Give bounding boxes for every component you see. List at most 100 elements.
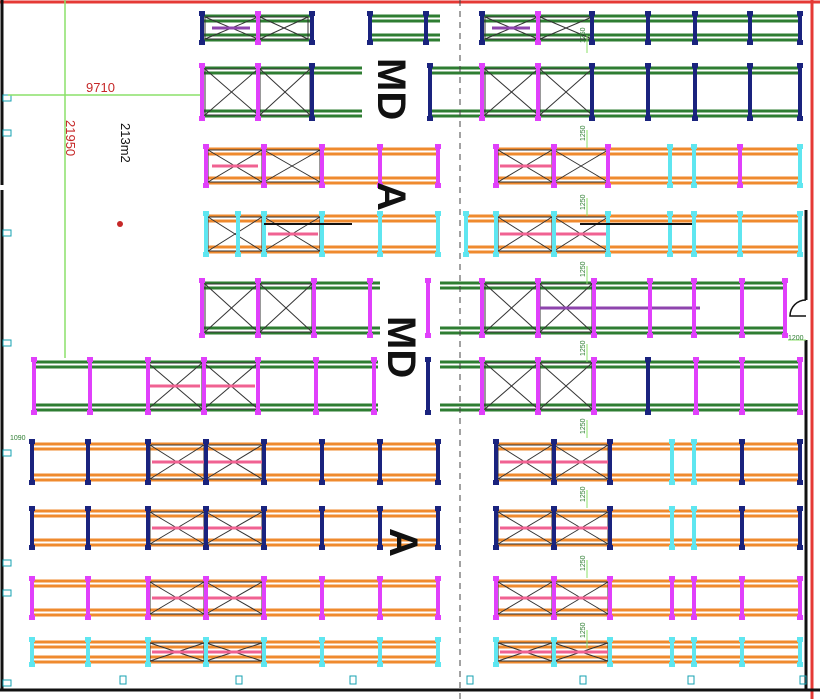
- rack-post-cap: [85, 637, 91, 642]
- rack-post-cap: [607, 576, 613, 581]
- rack-post-cap: [739, 576, 745, 581]
- rack-post-cap: [551, 615, 557, 620]
- rack-post-cap: [377, 211, 383, 216]
- rack-post-cap: [535, 11, 541, 16]
- rack-post-cap: [201, 357, 207, 362]
- rack-post-cap: [551, 637, 557, 642]
- rack-post-cap: [605, 211, 611, 216]
- rack-post-cap: [493, 662, 499, 667]
- column-marker: [2, 129, 12, 137]
- rack-post-cap: [739, 439, 745, 444]
- rack-post-cap: [145, 506, 151, 511]
- rack-post-cap: [377, 576, 383, 581]
- column-marker: [799, 675, 807, 685]
- rack-post-cap: [797, 576, 803, 581]
- rack-post-cap: [551, 545, 557, 550]
- rack-post-cap: [435, 480, 441, 485]
- rack-post-cap: [591, 333, 597, 338]
- rack-post-cap: [319, 211, 325, 216]
- aisle-dim-6: 1250: [580, 418, 587, 434]
- rack-post-cap: [493, 576, 499, 581]
- rack-post-cap: [261, 662, 267, 667]
- rack-post-cap: [261, 615, 267, 620]
- zone-label-a-bottom: A: [381, 528, 425, 557]
- column-marker: [2, 589, 12, 597]
- rack-post-cap: [479, 333, 485, 338]
- rack-post-cap: [371, 410, 377, 415]
- rack-post-cap: [493, 211, 499, 216]
- rack-post-cap: [589, 63, 595, 68]
- rack-layer: [29, 11, 803, 667]
- rack-post-cap: [377, 506, 383, 511]
- rack-post-cap: [199, 278, 205, 283]
- rack-bay-cross: [204, 283, 259, 333]
- rack-post-cap: [261, 439, 267, 444]
- rack-post-cap: [647, 278, 653, 283]
- rack-post-cap: [797, 615, 803, 620]
- rack-post-cap: [691, 211, 697, 216]
- rack-post-cap: [377, 480, 383, 485]
- rack-post-cap: [739, 545, 745, 550]
- zone-label-md-top: MD: [369, 58, 413, 120]
- rack-post-cap: [607, 637, 613, 642]
- column-marker: [2, 559, 12, 567]
- aisle-dim-5: 1250: [580, 340, 587, 356]
- zone-label-a-top: A: [369, 182, 413, 211]
- rack-post-cap: [261, 480, 267, 485]
- rack-post-cap: [535, 116, 541, 121]
- left-gap-dim: 1090: [10, 435, 26, 442]
- rack-post-cap: [255, 278, 261, 283]
- rack-post-cap: [319, 144, 325, 149]
- rack-post-cap: [797, 410, 803, 415]
- rack-post-cap: [691, 439, 697, 444]
- rack-post-cap: [87, 357, 93, 362]
- rack-post-cap: [669, 480, 675, 485]
- rack-post-cap: [739, 410, 745, 415]
- rack-post-cap: [747, 63, 753, 68]
- rack-post-cap: [493, 545, 499, 550]
- rack-post-cap: [669, 506, 675, 511]
- right-gap-dim: 1200: [788, 335, 804, 342]
- rack-post-cap: [319, 637, 325, 642]
- rack-post-cap: [261, 506, 267, 511]
- rack-post-cap: [669, 637, 675, 642]
- rack-post-cap: [693, 410, 699, 415]
- rack-post-cap: [535, 278, 541, 283]
- rack-post-cap: [255, 357, 261, 362]
- rack-post-cap: [145, 576, 151, 581]
- rack-post-cap: [435, 637, 441, 642]
- rack-post-cap: [535, 357, 541, 362]
- rack-row: [29, 439, 803, 485]
- rack-post-cap: [669, 576, 675, 581]
- rack-bay-cross: [204, 68, 259, 116]
- rack-post-cap: [737, 252, 743, 257]
- rack-post-cap: [29, 662, 35, 667]
- dimension-height: 21950: [63, 120, 78, 156]
- rack-post-cap: [29, 545, 35, 550]
- column-marker: [2, 679, 12, 687]
- rack-post-cap: [435, 615, 441, 620]
- rack-post-cap: [367, 40, 373, 45]
- rack-post-cap: [203, 252, 209, 257]
- rack-post-cap: [235, 252, 241, 257]
- rack-post-cap: [591, 357, 597, 362]
- rack-post-cap: [739, 278, 745, 283]
- rack-post-cap: [607, 480, 613, 485]
- rack-post-cap: [309, 63, 315, 68]
- rack-post-cap: [427, 63, 433, 68]
- aisle-dim-8: 1250: [580, 555, 587, 571]
- rack-post-cap: [255, 410, 261, 415]
- rack-post-cap: [235, 211, 241, 216]
- rack-post-cap: [313, 357, 319, 362]
- dimension-width: 9710: [86, 80, 115, 95]
- rack-post-cap: [739, 506, 745, 511]
- rack-row: [29, 576, 803, 620]
- rack-post-cap: [645, 40, 651, 45]
- rack-bay-cross: [263, 149, 321, 183]
- rack-post-cap: [551, 439, 557, 444]
- area-label: 213m2: [118, 123, 133, 163]
- rack-post-cap: [535, 410, 541, 415]
- rack-post-cap: [29, 637, 35, 642]
- rack-post-cap: [85, 615, 91, 620]
